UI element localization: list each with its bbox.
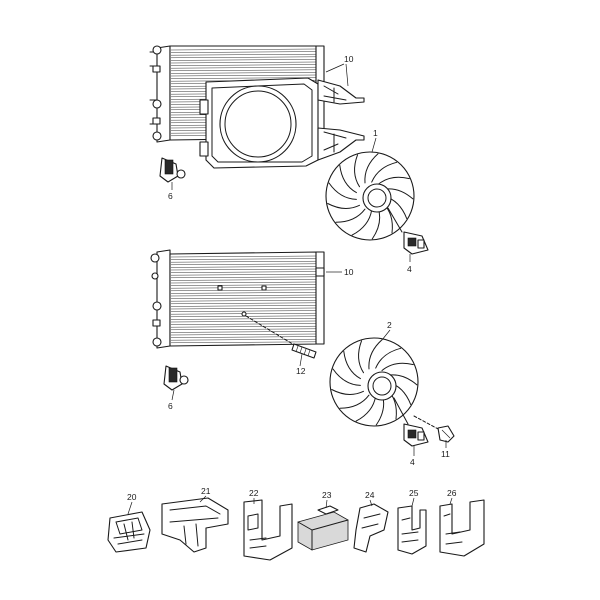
callout-20: 20 xyxy=(127,492,137,502)
lower-radiator xyxy=(150,249,325,349)
callout-10-top: 10 xyxy=(344,54,354,64)
lower-connector xyxy=(403,423,429,447)
leader-lines xyxy=(127,63,453,515)
clip-23-part xyxy=(297,505,349,551)
callout-10-lower: 10 xyxy=(344,267,354,277)
clip-20-part xyxy=(107,511,151,553)
clip-21-part xyxy=(161,497,229,553)
top-connector xyxy=(403,231,429,255)
callout-4-top: 4 xyxy=(407,264,412,274)
callout-6-lower: 6 xyxy=(168,401,173,411)
top-fan xyxy=(325,151,415,241)
top-temp-switch xyxy=(159,157,186,183)
callout-22: 22 xyxy=(249,488,259,498)
bolt-12 xyxy=(291,343,317,359)
screw-11 xyxy=(437,425,455,443)
clip-25-part xyxy=(397,505,427,555)
callout-2: 2 xyxy=(387,320,392,330)
callout-25: 25 xyxy=(409,488,419,498)
callout-4-lower: 4 xyxy=(410,457,415,467)
callout-1: 1 xyxy=(373,128,378,138)
callout-26: 26 xyxy=(447,488,457,498)
clip-22-part xyxy=(243,499,293,561)
clip-24-part xyxy=(353,503,389,553)
clip-26-part xyxy=(439,499,485,557)
lower-temp-switch xyxy=(163,365,189,391)
callout-21: 21 xyxy=(201,486,211,496)
callout-11: 11 xyxy=(441,449,450,459)
top-shroud xyxy=(199,77,365,169)
callout-12: 12 xyxy=(296,366,306,376)
callout-6-top: 6 xyxy=(168,191,173,201)
lower-fan xyxy=(329,337,441,431)
callout-24: 24 xyxy=(365,490,375,500)
callout-23: 23 xyxy=(322,490,332,500)
